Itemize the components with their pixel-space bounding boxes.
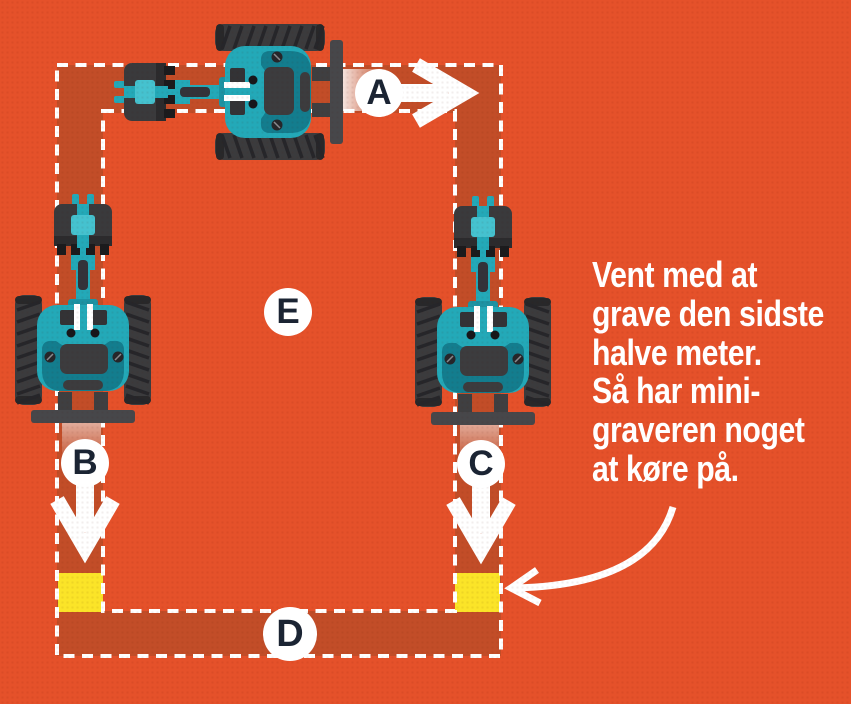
step-letter-c: C	[468, 444, 494, 483]
step-badge-c: C	[457, 440, 505, 488]
note-line: graveren noget	[592, 409, 805, 451]
excavator-top-icon	[112, 22, 345, 162]
step-badge-d: D	[263, 607, 317, 661]
note-line: Så har mini-	[592, 370, 761, 412]
note-line: grave den sidste	[592, 292, 824, 334]
remaining-strip-left	[58, 573, 103, 612]
step-letter-d: D	[276, 612, 304, 655]
note-line: at køre på.	[592, 447, 739, 489]
step-badge-e: E	[264, 288, 312, 336]
step-badge-b: B	[61, 439, 109, 487]
excavator-left-icon	[13, 192, 153, 425]
inner-dashed-outline	[101, 109, 457, 613]
curved-arrow-left-icon	[504, 505, 677, 607]
step-letter-e: E	[276, 292, 300, 331]
step-letter-b: B	[72, 443, 98, 482]
step-letter-a: A	[366, 73, 392, 112]
note-line: halve meter.	[592, 331, 762, 373]
remaining-strip-right	[455, 573, 500, 612]
step-badge-a: A	[355, 69, 403, 117]
note-text: Vent med at grave den sidste halve meter…	[592, 254, 824, 489]
note-line: Vent med at	[592, 254, 758, 295]
excavator-right-icon	[413, 194, 553, 427]
